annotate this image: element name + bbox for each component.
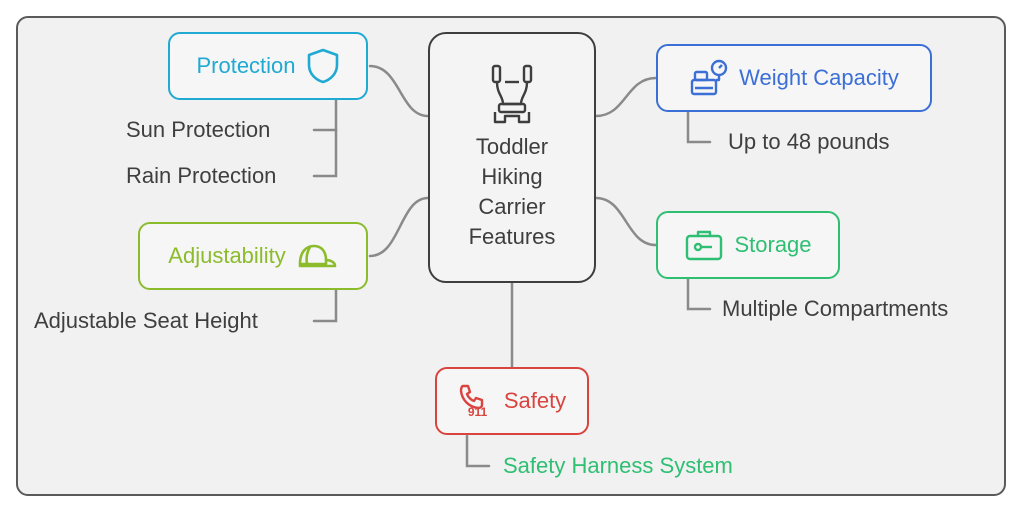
node-weight-capacity: Weight Capacity [656, 44, 932, 112]
connector-sun-protection [312, 98, 338, 132]
node-storage-label: Storage [734, 232, 812, 257]
sub-safety-harness-system: Safety Harness System [503, 453, 733, 478]
connector-weight-sub [686, 110, 712, 144]
central-topic: Toddler Hiking Carrier Features [428, 32, 596, 283]
node-safety-label: Safety [503, 388, 567, 413]
sub-sun-protection: Sun Protection [126, 117, 271, 142]
emergency-phone-icon: 911 [458, 383, 494, 419]
connector-rain-protection [312, 128, 338, 178]
node-safety: 911 Safety [435, 367, 589, 435]
connector-adjustability-sub [312, 288, 338, 323]
central-topic-title: Toddler Hiking Carrier Features [468, 133, 556, 249]
node-weight-capacity-label: Weight Capacity [739, 65, 899, 90]
node-protection: Protection [168, 32, 368, 100]
node-adjustability-label: Adjustability [168, 243, 286, 268]
connector-protection [368, 64, 430, 118]
suitcase-icon [684, 228, 724, 262]
sub-multiple-compartments: Multiple Compartments [722, 296, 949, 321]
node-protection-label: Protection [196, 53, 296, 78]
emergency-number-text: 911 [467, 405, 488, 419]
baby-carrier-icon [489, 64, 535, 126]
sub-rain-protection: Rain Protection [126, 163, 277, 188]
connector-storage-sub [686, 277, 712, 311]
connector-safety-sub [465, 434, 491, 468]
shield-icon [306, 47, 340, 85]
sub-adjustable-seat-height: Adjustable Seat Height [34, 308, 258, 333]
sub-up-to-48-pounds: Up to 48 pounds [728, 129, 890, 154]
weight-scale-icon [689, 58, 729, 98]
connector-adjustability [368, 196, 430, 258]
node-storage: Storage [656, 211, 840, 279]
node-adjustability: Adjustability [138, 222, 368, 290]
cap-icon [296, 242, 338, 270]
connector-storage [594, 196, 658, 247]
connector-weight [594, 76, 658, 118]
